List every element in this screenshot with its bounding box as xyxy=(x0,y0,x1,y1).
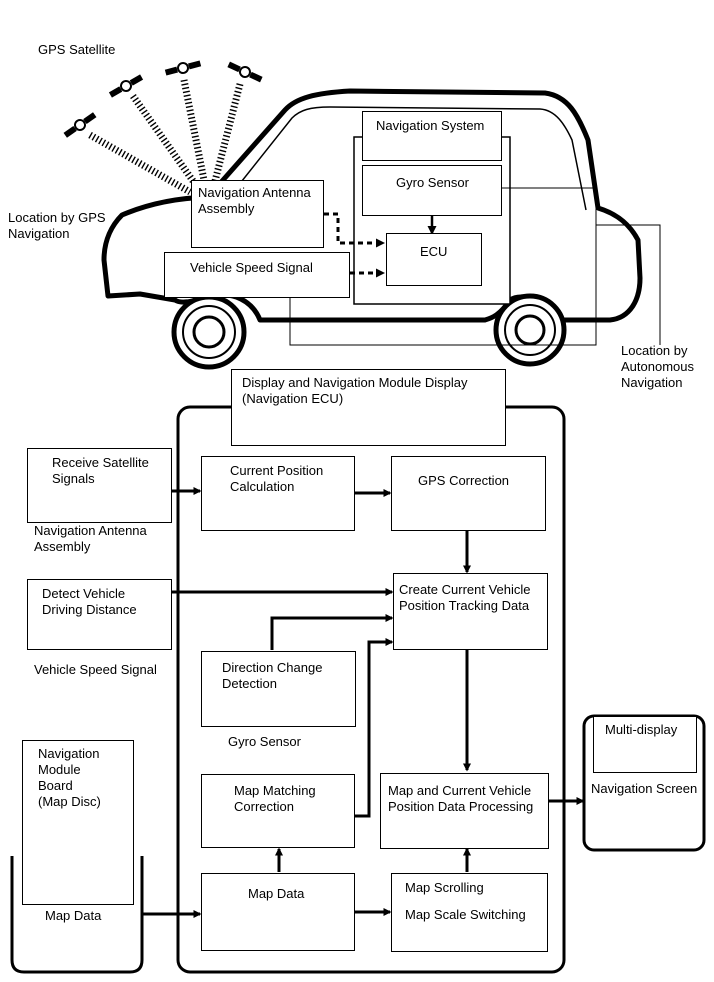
gyro-sensor-caption: Gyro Sensor xyxy=(228,734,301,749)
map-data-left-label: Map Data xyxy=(45,908,102,923)
gps-correction-box: GPS Correction xyxy=(391,456,546,531)
module-title-box: Display and Navigation Module Display(Na… xyxy=(231,369,506,446)
flow-arrow xyxy=(270,614,394,650)
gyro-sensor-box: Gyro Sensor xyxy=(362,165,502,216)
car-window-line xyxy=(229,106,587,211)
map-data-box: Map Data xyxy=(201,873,355,951)
gps-signal-wave xyxy=(210,83,244,186)
satellite-icon xyxy=(108,74,144,98)
navigation-screen-label: Navigation Screen xyxy=(591,781,698,796)
satellite-icon xyxy=(227,61,263,83)
gps-signal-wave xyxy=(130,93,201,191)
flow-arrows xyxy=(142,487,585,918)
autonomous-link-line xyxy=(289,187,597,346)
antenna-to-ecu-arrow xyxy=(324,212,385,248)
front-wheel xyxy=(171,294,247,370)
autonomous-callout-line xyxy=(596,224,661,345)
gps-satellites xyxy=(63,60,263,196)
multi-display-box: Multi-display xyxy=(593,716,697,773)
gps-signal-wave xyxy=(180,79,209,186)
map-scrolling-box: Map Scrolling Map Scale Switching xyxy=(391,873,548,952)
vehicle-speed-signal-box: Vehicle Speed Signal xyxy=(164,252,350,298)
satellite-icon xyxy=(63,112,97,138)
satellite-icon xyxy=(164,60,202,76)
ecu-box: ECU xyxy=(386,233,482,286)
rear-wheel xyxy=(493,293,567,367)
vehicle-speed-caption: Vehicle Speed Signal xyxy=(34,662,157,677)
gps-signal-wave xyxy=(88,131,192,196)
car-body-outline xyxy=(101,88,643,323)
gps-satellite-label: GPS Satellite xyxy=(38,42,116,57)
map-disc-frame xyxy=(10,856,144,974)
navigation-system-box: Navigation System xyxy=(362,111,502,161)
flow-arrow xyxy=(355,638,394,818)
